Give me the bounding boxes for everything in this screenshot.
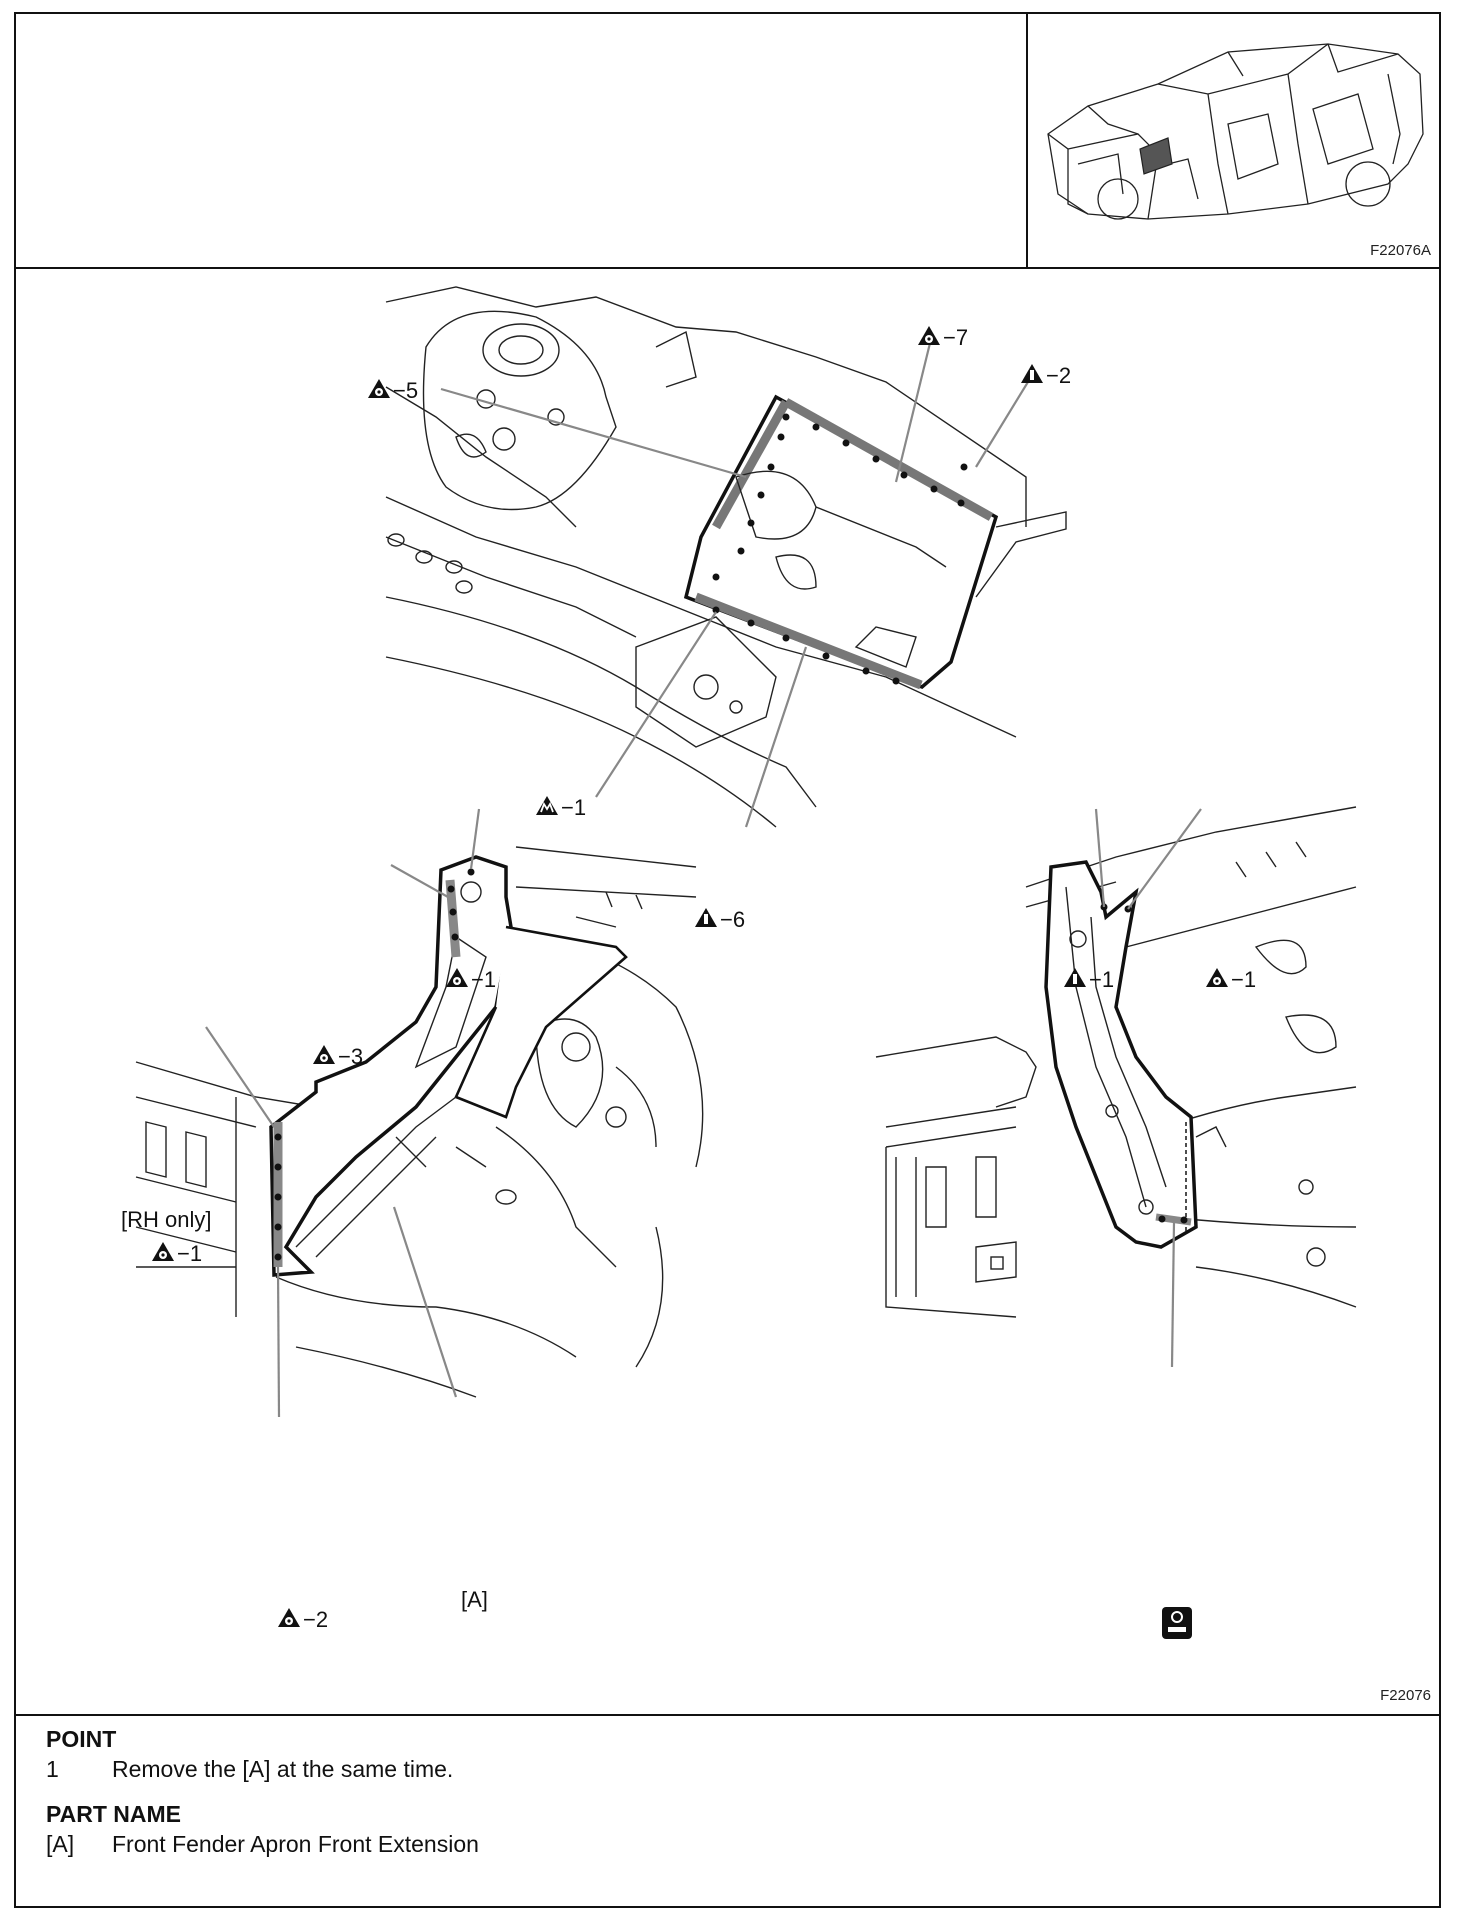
callout-left-1-top: −1 [471,967,496,992]
callout-top-5: −5 [393,378,418,403]
vehicle-thumbnail: F22076A [1028,14,1439,265]
callouts-top: −7 −2 −5 −1 −6 [368,325,1071,932]
spot-weld-icon [278,1608,300,1627]
weld-diagram: −7 −2 −5 −1 −6 −1 −3 [RH only] −1 −2 [121,286,1357,1639]
thumbnail-figure-code: F22076A [1370,242,1431,259]
header-blank-cell [16,14,1028,267]
callouts-left: −1 −3 [RH only] −1 −2 [A] [121,967,496,1632]
spot-weld-icon [368,379,390,398]
spot-weld-icon [313,1045,335,1064]
right-apron-extension [1044,860,1198,1249]
point-number: 1 [46,1756,59,1782]
callout-right-plug-1: −1 [1089,967,1114,992]
part-name-text: Front Fender Apron Front Extension [112,1831,479,1857]
part-ref-label: [A] [461,1587,488,1612]
callout-top-1: −1 [561,795,586,820]
callouts-right: −1 −1 [1064,967,1256,1639]
plug-weld-icon [1021,364,1043,383]
part-ref: [A] [46,1831,75,1857]
spot-weld-icon [918,326,940,345]
callout-top-7: −7 [943,325,968,350]
sealer-icon [1162,1607,1192,1639]
callout-top-6: −6 [720,907,745,932]
left-leader-lines [205,808,481,1418]
plug-weld-icon [695,908,717,927]
header-row: F22076A [16,14,1439,269]
point-heading: POINT [46,1726,117,1752]
notes-section: POINT 1 Remove the [A] at the same time.… [16,1716,1439,1906]
mig-braze-icon [535,795,559,816]
callout-left-1-rh: −1 [177,1241,202,1266]
apron-extension-panel [683,394,999,690]
callout-right-spot-1: −1 [1231,967,1256,992]
top-leader-lines [440,338,1032,828]
rh-only-note: [RH only] [121,1207,211,1232]
left-apron-extension [269,855,628,1277]
spot-weld-icon [152,1242,174,1261]
callout-left-3: −3 [338,1044,363,1069]
callout-left-2: −2 [303,1607,328,1632]
callout-top-2: −2 [1046,363,1071,388]
document-frame: F22076A [14,12,1441,1908]
vehicle-body-drawing [1047,43,1424,220]
part-name-heading: PART NAME [46,1801,182,1827]
main-figure-code: F22076 [1380,1687,1431,1704]
illustration-panel: −7 −2 −5 −1 −6 −1 −3 [RH only] −1 −2 [16,267,1439,1716]
point-text: Remove the [A] at the same time. [112,1756,454,1782]
left-view-drawing [135,846,704,1398]
right-leader-lines [1094,808,1202,1368]
spot-weld-icon [1206,968,1228,987]
